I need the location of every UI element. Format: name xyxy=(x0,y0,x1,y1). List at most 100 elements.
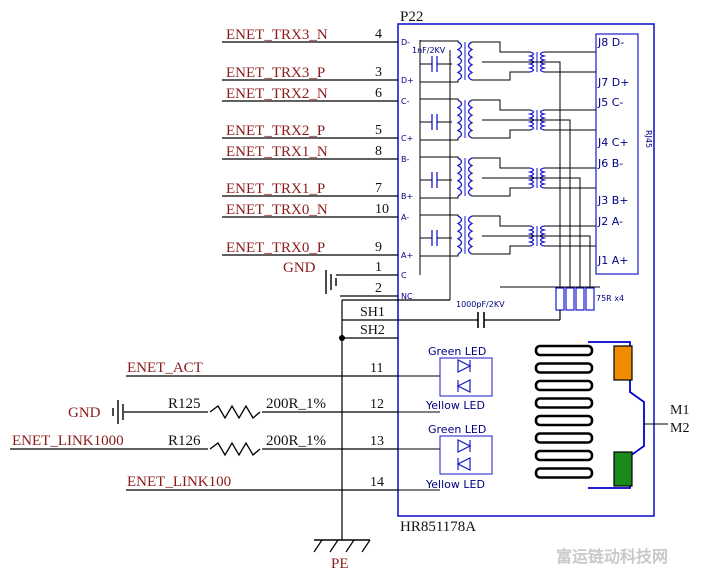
led-window-green xyxy=(613,451,633,487)
net-label: ENET_LINK1000 xyxy=(12,433,124,449)
jack-finger xyxy=(534,449,594,462)
wire xyxy=(420,254,459,257)
pin-number: 1 xyxy=(375,260,382,275)
pin-label: B- xyxy=(401,155,409,164)
pin-number: 4 xyxy=(375,27,382,42)
jack-pin-label: J1 A+ xyxy=(597,254,628,267)
jack-pin-label: J5 C- xyxy=(597,96,623,109)
junction-dot xyxy=(339,335,345,341)
pin-label: A- xyxy=(401,213,409,222)
net-label: GND xyxy=(283,260,316,276)
net-label: GND xyxy=(68,405,101,421)
shield-pin-sh2: SH2 xyxy=(360,323,385,338)
jack-finger xyxy=(534,397,594,409)
diode-green-top xyxy=(457,359,472,373)
jack-fingers xyxy=(534,344,594,479)
jack-finger xyxy=(534,344,594,357)
pin-number: 10 xyxy=(375,202,389,217)
jack-pin-label: J4 C+ xyxy=(597,136,629,149)
watermark: 富运链动科技网 xyxy=(556,547,668,566)
transformer-winding xyxy=(456,215,463,255)
led-label-yellow-bottom: Yellow LED xyxy=(425,478,485,491)
bank-resistor xyxy=(585,287,595,311)
bank-resistor xyxy=(575,287,585,311)
wire xyxy=(420,138,459,141)
transformer-winding xyxy=(456,99,463,139)
wire xyxy=(472,99,530,111)
wire xyxy=(472,41,530,53)
centre-tap-wire xyxy=(482,235,591,288)
pe-label: PE xyxy=(331,556,349,572)
wire xyxy=(420,80,459,83)
bank-resistor xyxy=(555,287,565,311)
wire xyxy=(472,157,530,169)
transformer-winding xyxy=(467,41,474,81)
resistor-zigzag xyxy=(209,404,261,420)
jack-pin-label: J3 B+ xyxy=(597,194,629,207)
pin-number: 11 xyxy=(370,361,383,376)
net-label: ENET_LINK100 xyxy=(127,474,231,490)
pin-number: 9 xyxy=(375,240,382,255)
net-label: ENET_ACT xyxy=(127,360,203,376)
wire xyxy=(472,215,530,227)
led-top: Green LED Yellow LED xyxy=(425,345,493,412)
resistor-bank: 75R x4 xyxy=(500,286,624,311)
pin-label: NC xyxy=(401,292,413,301)
jack-vertical-label: RJ45 xyxy=(644,130,653,148)
resistor-ref: R125 xyxy=(168,396,201,412)
led-label-green-top: Green LED xyxy=(428,345,486,358)
pin-number: 2 xyxy=(375,281,382,296)
pin-label: A+ xyxy=(401,251,413,260)
pin-number: 8 xyxy=(375,144,382,159)
transformer-winding xyxy=(456,157,463,197)
resistor-value: 200R_1% xyxy=(266,433,326,449)
led-box-bottom xyxy=(439,435,493,475)
jack-pin-label: J8 D- xyxy=(597,36,624,49)
jack-finger xyxy=(534,432,594,444)
connector-ref: P22 xyxy=(400,9,423,25)
shield-cap-label: 1000pF/2KV xyxy=(456,300,505,309)
transformer-winding xyxy=(467,157,474,197)
pin-label: B+ xyxy=(401,192,413,201)
pe-hatch xyxy=(329,539,339,553)
net-label: ENET_TRX1_P xyxy=(226,181,325,197)
wire xyxy=(472,71,530,81)
diode-yellow-bottom xyxy=(456,457,471,471)
wire xyxy=(420,156,459,158)
jack-body: M1 M2 xyxy=(588,341,689,489)
wire xyxy=(472,245,530,255)
led-label-green-bottom: Green LED xyxy=(428,423,486,436)
jack-pin-group: J8 D-J7 D+J5 C-J4 C+J6 B-J3 B+J2 A-J1 A+ xyxy=(597,36,629,267)
jack-pin-label: J6 B- xyxy=(597,157,623,170)
pin-number: 13 xyxy=(370,434,384,449)
pin-number: 3 xyxy=(375,65,382,80)
pin-label: C xyxy=(401,271,407,280)
pin-number: 5 xyxy=(375,123,382,138)
jack-pin-label: J2 A- xyxy=(597,215,623,228)
net-label: ENET_TRX3_P xyxy=(226,65,325,81)
pe-hatch xyxy=(361,539,371,553)
wire xyxy=(420,196,459,199)
centre-tap-wire xyxy=(482,61,561,288)
pin-number: 7 xyxy=(375,181,382,196)
shield-group: SH1 SH2 1000pF/2KV xyxy=(339,299,561,540)
cap-label: 1nF/2KV xyxy=(412,46,446,55)
pin-label: D- xyxy=(401,38,410,47)
pin-label: C+ xyxy=(401,134,413,143)
pin-number: 12 xyxy=(370,397,384,412)
led-label-yellow-top: Yellow LED xyxy=(425,399,485,412)
resistor-ref: R126 xyxy=(168,433,201,449)
jack-finger xyxy=(534,467,594,479)
net-label: ENET_TRX0_N xyxy=(226,202,328,218)
jack-finger xyxy=(534,379,594,392)
wire xyxy=(420,40,459,42)
wire xyxy=(472,129,530,139)
transformer-winding xyxy=(467,99,474,139)
wire xyxy=(420,214,459,216)
led-bottom: Green LED Yellow LED xyxy=(425,423,493,491)
bank-resistor xyxy=(565,287,575,311)
